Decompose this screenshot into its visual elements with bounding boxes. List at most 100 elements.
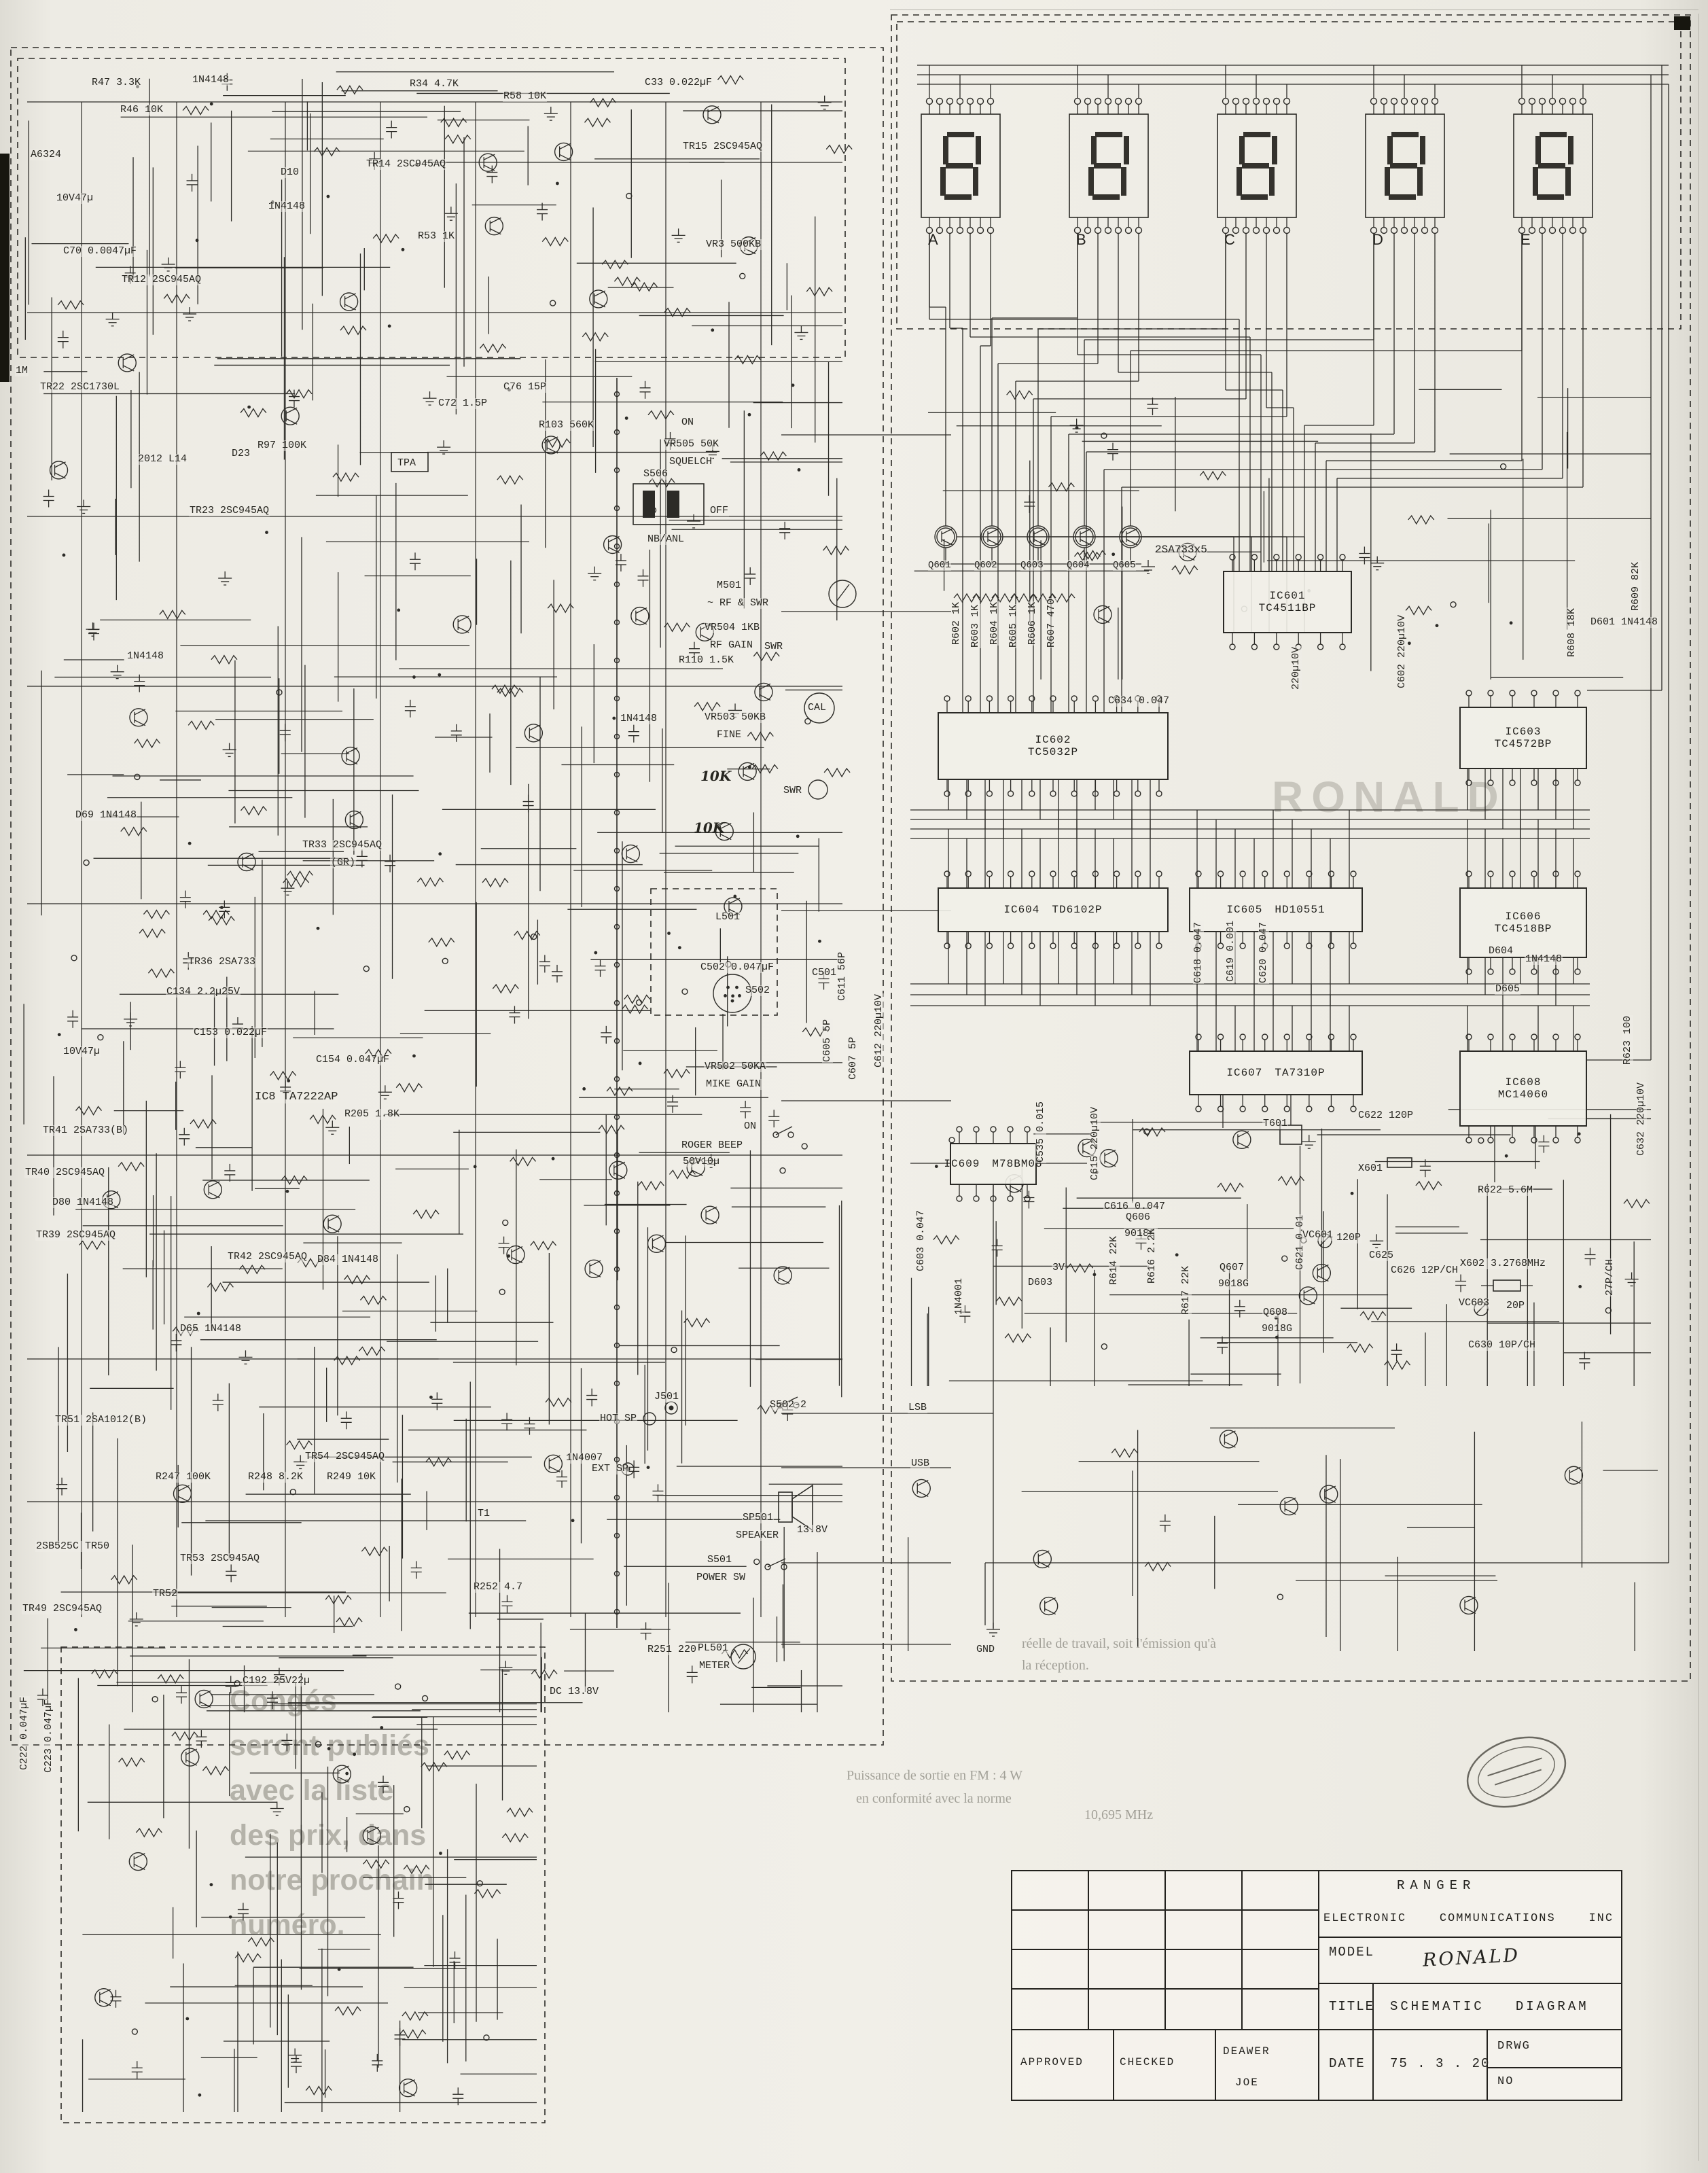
component-label: C153 0.022µF [193, 1027, 268, 1038]
component-label: D601 1N4148 [1590, 616, 1659, 628]
component-label: NB/ANL [647, 533, 686, 545]
component-label: VC601 [1302, 1229, 1334, 1241]
bleed-fragment: 10,695 MHz [1084, 1807, 1154, 1822]
driver-label-1: Q602 [974, 560, 997, 571]
component-label: R607 470 [1046, 597, 1057, 648]
component-label: IC8 TA7222AP [254, 1091, 339, 1103]
component-label: HOT SP [599, 1413, 638, 1424]
component-label: R608 18K [1566, 607, 1578, 658]
ic-ref: IC609 [944, 1158, 980, 1170]
component-label: R609 82K [1630, 561, 1641, 612]
titleblock-divider [1012, 1909, 1318, 1911]
ic-part-number: MC14060 [1497, 1089, 1549, 1101]
component-label: 2SB525C TR50 [35, 1540, 111, 1552]
titleblock-divider [1318, 1983, 1621, 1984]
component-label: 9018G [1261, 1323, 1294, 1335]
component-label: 13.8V [796, 1524, 829, 1536]
component-label: TR53 2SC945AQ [179, 1553, 261, 1564]
component-label: 1N4007 [565, 1452, 604, 1464]
ic-ref: IC606 [1505, 911, 1542, 923]
titleblock-divider [1241, 1871, 1243, 2029]
display-letter-3: D [1372, 231, 1383, 248]
component-label: R97 100K [257, 440, 308, 451]
component-label: R603 1K [969, 603, 981, 648]
component-label: C222 0.047µF [18, 1695, 30, 1771]
component-label: C502 0.047µF [700, 961, 775, 973]
component-label: TR42 2SC945AQ [227, 1251, 308, 1262]
component-label: SWR [783, 785, 803, 796]
component-label: 1N4148 [620, 713, 658, 724]
component-label: A6324 [30, 149, 63, 160]
scan-artifact-square [1674, 16, 1690, 30]
component-label: 3V [1052, 1262, 1066, 1273]
component-label: TR15 2SC945AQ [682, 141, 764, 152]
scan-artifact-bar [0, 154, 10, 382]
component-label: EXT SP [591, 1463, 630, 1474]
component-label: POWER SW [696, 1572, 747, 1583]
bleed-fragment: la réception. [1022, 1658, 1089, 1673]
component-label: TR54 2SC945AQ [304, 1451, 386, 1462]
component-label: PL501 [697, 1642, 730, 1654]
component-label: C611 56P [836, 951, 848, 1002]
component-label: ~ RF & SWR [707, 597, 770, 609]
component-label: 10V47µ [56, 192, 94, 204]
component-label: R58 10K [503, 90, 548, 102]
component-label: 1N4148 [192, 74, 230, 86]
drawer-name-2: JOE [1235, 2077, 1259, 2089]
bleed-line: seront publiés [230, 1729, 429, 1762]
component-label: TR36 2SA733 [188, 956, 257, 968]
company-name-line2: ELECTRONIC COMMUNICATIONS INC [1323, 1912, 1614, 1925]
component-label: TR33 2SC945AQ [302, 839, 383, 851]
component-label: S502-2 [769, 1399, 808, 1411]
component-label: C70 0.0047µF [63, 245, 138, 257]
component-label: RF GAIN [709, 639, 754, 651]
component-label: C602 220µ10V [1396, 614, 1408, 689]
component-label: METER [698, 1660, 731, 1672]
page-rule-right [1698, 14, 1699, 2161]
component-label: ON [743, 1120, 758, 1132]
component-label: R617 22K [1180, 1265, 1192, 1315]
bleed-fragment: Puissance de sortie en FM : 4 W [847, 1768, 1023, 1783]
component-label: C603 0.047 [915, 1209, 927, 1272]
bleed-line: numéro. [230, 1909, 345, 1941]
component-label: CAL [807, 702, 828, 713]
bleedthrough-heading: RONALD [1272, 773, 1507, 822]
component-label: LSB [908, 1402, 928, 1413]
display-letter-1: B [1076, 231, 1086, 248]
component-label: R47 3.3K [91, 77, 142, 88]
component-label: R53 1K [417, 230, 456, 242]
component-label: VC603 [1458, 1297, 1491, 1309]
driver-label-3: Q604 [1067, 560, 1090, 571]
component-label: S501 [707, 1554, 733, 1566]
titleblock-divider [1164, 1871, 1166, 2029]
titleblock-divider [1487, 2029, 1488, 2100]
component-label: C605 5P [821, 1018, 833, 1063]
component-label: R616 2.2K [1146, 1227, 1158, 1284]
component-label: R249 10K [326, 1471, 377, 1483]
component-label: D603 [1027, 1277, 1054, 1288]
component-label: S506 [643, 468, 669, 480]
component-label: D80 1N4148 [52, 1197, 115, 1208]
component-label: R248 8.2K [247, 1471, 304, 1483]
component-label: DC 13.8V [549, 1686, 600, 1697]
component-label: 1N4148 [126, 650, 165, 662]
title-label: TITLE [1329, 1999, 1375, 2014]
component-label: 9018G [1217, 1278, 1250, 1290]
component-label: R110 1.5K [678, 654, 735, 666]
component-label: C192 25V22µ [242, 1675, 311, 1686]
component-label: 50V10µ [682, 1156, 721, 1167]
component-label: X602 3.2768MHz [1459, 1258, 1547, 1269]
component-label: C612 220µ10V [873, 993, 885, 1068]
component-label: Q608 [1262, 1307, 1289, 1318]
display-letter-0: A [928, 231, 938, 248]
component-label: R604 1K [989, 601, 1000, 646]
component-label: R252 4.7 [473, 1581, 524, 1593]
title-block: RANGER ELECTRONIC COMMUNICATIONS INC MOD… [1011, 1870, 1622, 2101]
drawer-name: DEAWER [1223, 2045, 1270, 2057]
component-label: Q606 [1125, 1212, 1152, 1223]
component-label: 10K [694, 819, 725, 836]
